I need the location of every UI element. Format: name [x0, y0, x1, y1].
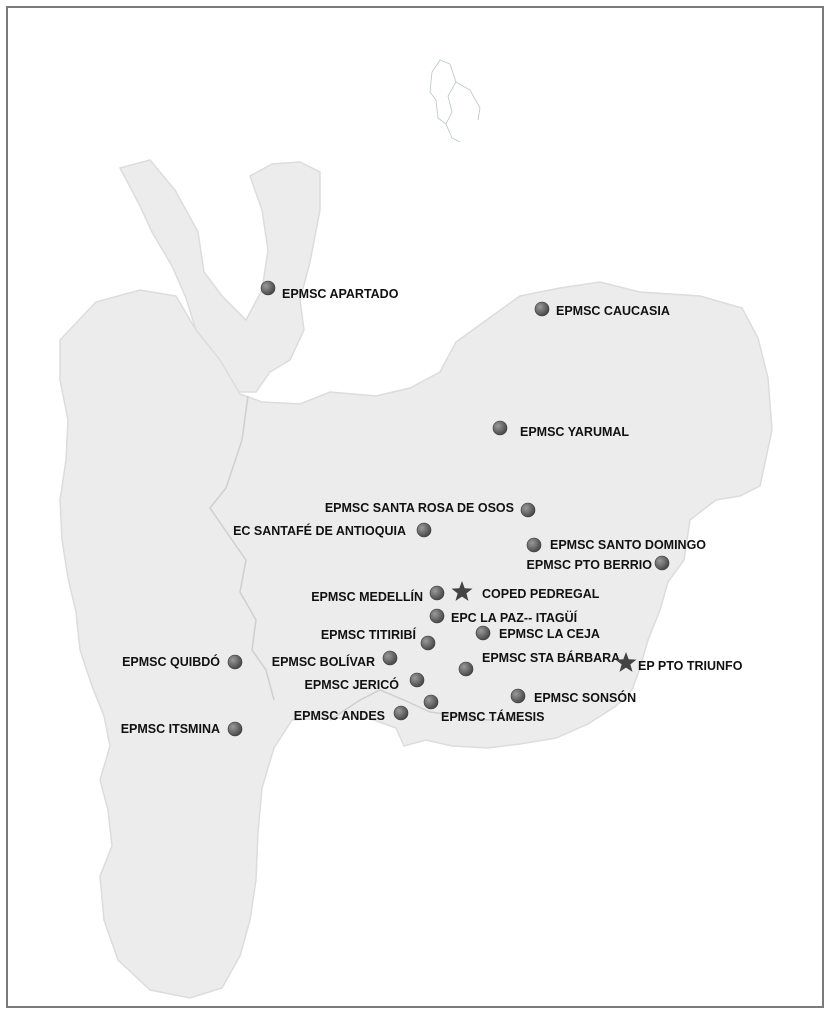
location-dot-icon[interactable] — [429, 585, 445, 601]
marker-titiribi[interactable]: EPMSC TITIRIBÍ — [321, 627, 436, 651]
location-dot-icon[interactable] — [393, 705, 409, 721]
marker-santafe[interactable]: EC SANTAFÉ DE ANTIOQUIA — [233, 522, 432, 538]
marker-sonson[interactable]: EPMSC SONSÓN — [510, 688, 636, 705]
location-dot-icon[interactable] — [475, 625, 491, 641]
marker-sta-barbara[interactable]: EPMSC STA BÁRBARA — [458, 650, 620, 677]
marker-yarumal[interactable]: EPMSC YARUMAL — [492, 420, 629, 439]
location-dot-icon[interactable] — [382, 650, 398, 666]
marker-label: EPMSC QUIBDÓ — [122, 654, 220, 669]
marker-itsmina[interactable]: EPMSC ITSMINA — [121, 721, 243, 737]
marker-label: EPMSC JERICÓ — [305, 677, 400, 692]
internal-borders — [209, 395, 521, 721]
marker-coped[interactable]: COPED PEDREGAL — [451, 581, 600, 601]
marker-label: EPMSC YARUMAL — [520, 425, 629, 439]
marker-label: EPMSC BOLÍVAR — [272, 654, 375, 669]
marker-santa-rosa[interactable]: EPMSC SANTA ROSA DE OSOS — [325, 501, 536, 518]
marker-label: EPMSC PTO BERRIO — [527, 558, 653, 572]
location-dot-icon[interactable] — [227, 654, 243, 670]
marker-label: EPMSC SANTA ROSA DE OSOS — [325, 501, 514, 515]
location-dot-icon[interactable] — [458, 661, 474, 677]
markers-layer: EPMSC APARTADO EPMSC CAUCASIA EPMSC YARUMA… — [121, 280, 743, 737]
marker-label: EPMSC APARTADO — [282, 287, 399, 301]
location-dot-icon[interactable] — [423, 694, 439, 710]
star-icon[interactable] — [451, 581, 473, 601]
marker-label: EPMSC STA BÁRBARA — [482, 650, 620, 665]
location-dot-icon[interactable] — [260, 280, 276, 296]
location-dot-icon[interactable] — [420, 635, 436, 651]
location-dot-icon[interactable] — [409, 672, 425, 688]
marker-label: EPMSC ANDES — [294, 709, 385, 723]
landmass — [59, 159, 773, 999]
department-body — [59, 281, 773, 999]
marker-andes[interactable]: EPMSC ANDES — [294, 705, 409, 723]
location-dot-icon[interactable] — [429, 608, 445, 624]
marker-label: EPC LA PAZ-- ITAGÜÍ — [451, 610, 578, 625]
marker-pto-berrio[interactable]: EPMSC PTO BERRIO — [527, 555, 670, 572]
marker-label: EPMSC SONSÓN — [534, 690, 636, 705]
location-dot-icon[interactable] — [526, 537, 542, 553]
marker-label: EPMSC LA CEJA — [499, 627, 600, 641]
location-dot-icon[interactable] — [492, 420, 508, 436]
location-dot-icon[interactable] — [520, 502, 536, 518]
inset-sketch — [429, 59, 481, 143]
marker-itagui[interactable]: EPC LA PAZ-- ITAGÜÍ — [429, 608, 578, 625]
marker-label: COPED PEDREGAL — [482, 587, 600, 601]
marker-label: EPMSC TÁMESIS — [441, 709, 545, 724]
location-dot-icon[interactable] — [510, 688, 526, 704]
marker-santo-domingo[interactable]: EPMSC SANTO DOMINGO — [526, 537, 706, 553]
location-dot-icon[interactable] — [534, 301, 550, 317]
marker-quibdo[interactable]: EPMSC QUIBDÓ — [122, 654, 243, 670]
marker-la-ceja[interactable]: EPMSC LA CEJA — [475, 625, 600, 641]
marker-label: EPMSC MEDELLÍN — [311, 589, 423, 604]
location-dot-icon[interactable] — [416, 522, 432, 538]
marker-label: EPMSC TITIRIBÍ — [321, 627, 417, 642]
star-icon[interactable] — [615, 652, 637, 672]
marker-caucasia[interactable]: EPMSC CAUCASIA — [534, 301, 670, 318]
marker-label: EC SANTAFÉ DE ANTIOQUIA — [233, 523, 406, 538]
marker-tamesis[interactable]: EPMSC TÁMESIS — [423, 694, 545, 724]
marker-jerico[interactable]: EPMSC JERICÓ — [305, 672, 425, 692]
marker-label: EP PTO TRIUNFO — [638, 659, 743, 673]
location-dot-icon[interactable] — [654, 555, 670, 571]
uraba-peninsula — [118, 159, 321, 393]
marker-medellin[interactable]: EPMSC MEDELLÍN — [311, 585, 445, 604]
marker-label: EPMSC SANTO DOMINGO — [550, 538, 706, 552]
marker-apartado[interactable]: EPMSC APARTADO — [260, 280, 399, 301]
marker-pto-triunfo[interactable]: EP PTO TRIUNFO — [615, 652, 743, 673]
marker-label: EPMSC CAUCASIA — [556, 304, 670, 318]
marker-bolivar[interactable]: EPMSC BOLÍVAR — [272, 650, 398, 669]
marker-label: EPMSC ITSMINA — [121, 722, 220, 736]
location-dot-icon[interactable] — [227, 721, 243, 737]
